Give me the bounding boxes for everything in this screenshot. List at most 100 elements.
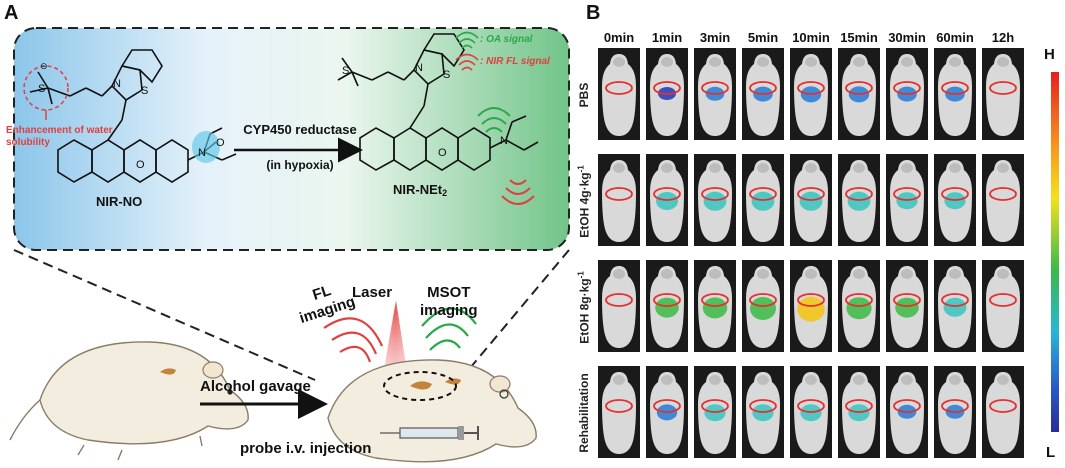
mouse-image-cell xyxy=(838,48,880,140)
row-label-text: EtOH 8g·kg xyxy=(577,278,592,344)
molecule-nir-net2 xyxy=(337,33,539,171)
svg-text:S: S xyxy=(342,65,349,77)
water-solubility-annotation: Enhancement of water solubility xyxy=(6,125,113,148)
mouse-head xyxy=(757,57,769,67)
panel-b-letter: B xyxy=(586,2,601,24)
mouse-image-cell xyxy=(790,260,832,352)
compound-nir-net2-label: NIR-NEt2 xyxy=(393,182,447,198)
roi-ellipse xyxy=(797,187,825,201)
mouse-head xyxy=(661,57,673,67)
roi-ellipse xyxy=(989,399,1017,413)
mouse-image-cell xyxy=(646,260,688,352)
compound-nir-net2-subscript: 2 xyxy=(442,188,448,198)
mouse-image-cell xyxy=(982,366,1024,458)
mouse-image-cell xyxy=(838,366,880,458)
fl-legend-icon xyxy=(455,53,479,71)
mouse-head xyxy=(709,375,721,385)
mouse-image-cell xyxy=(934,366,976,458)
mouse-image-cell xyxy=(790,154,832,246)
colorbar-high-label: H xyxy=(1044,46,1055,63)
msot-imaging-label: MSOT imaging xyxy=(420,284,478,320)
mouse-head xyxy=(949,375,961,385)
signal-blob xyxy=(702,297,728,319)
mouse-head xyxy=(805,163,817,173)
mouse-head xyxy=(805,375,817,385)
msot-imaging-line-2: imaging xyxy=(420,302,478,319)
signal-blob xyxy=(847,191,871,211)
mouse-image-cell xyxy=(598,154,640,246)
mouse-image-cell xyxy=(742,260,784,352)
signal-blob xyxy=(797,296,825,322)
roi-ellipse xyxy=(941,81,969,95)
mouse-image-cell xyxy=(934,260,976,352)
oa-legend-icon xyxy=(455,31,479,49)
mouse-silhouette xyxy=(602,372,636,454)
roi-ellipse xyxy=(749,399,777,413)
signal-blob xyxy=(895,297,919,318)
roi-ellipse xyxy=(893,187,921,201)
reaction-enzyme-label: CYP450 reductase xyxy=(243,122,357,137)
roi-ellipse xyxy=(845,399,873,413)
fl-legend-label: : NIR FL signal xyxy=(480,56,550,67)
mouse-image-cell xyxy=(982,154,1024,246)
probe-injection-label: probe i.v. injection xyxy=(240,440,372,457)
roi-ellipse xyxy=(701,187,729,201)
mouse-after xyxy=(327,359,537,463)
mouse-image-cell xyxy=(742,366,784,458)
mouse-head xyxy=(901,163,913,173)
panel-a-figure: ⊖ S N S O N O S N S O N xyxy=(9,27,570,463)
mouse-head xyxy=(853,57,865,67)
signal-blob xyxy=(703,191,727,211)
mouse-head xyxy=(757,375,769,385)
mouse-head xyxy=(997,57,1009,67)
oa-legend-label: : OA signal xyxy=(480,34,533,45)
mouse-image-cell xyxy=(982,48,1024,140)
compound-nir-no-label: NIR-NO xyxy=(96,194,143,209)
roi-ellipse xyxy=(605,399,633,413)
laser-label: Laser xyxy=(352,284,393,301)
molecule-nir-no xyxy=(29,49,237,183)
solubility-highlight-circle xyxy=(23,65,69,111)
roi-ellipse xyxy=(797,293,825,307)
svg-text:S: S xyxy=(443,69,450,81)
mouse-head xyxy=(997,375,1009,385)
signal-blob xyxy=(751,191,775,211)
mouse-head xyxy=(949,269,961,279)
mouse-head xyxy=(853,269,865,279)
mouse-image-cell xyxy=(694,366,736,458)
mouse-head xyxy=(613,163,625,173)
roi-ellipse xyxy=(653,399,681,413)
timepoint-header: 1min xyxy=(651,30,683,45)
mouse-image-cell xyxy=(838,260,880,352)
mouse-head xyxy=(661,269,673,279)
mouse-image-cell xyxy=(790,366,832,458)
mouse-head xyxy=(949,57,961,67)
colorbar-low-label: L xyxy=(1046,444,1056,461)
roi-ellipse xyxy=(797,399,825,413)
roi-ellipse xyxy=(749,81,777,95)
mouse-image-cell xyxy=(598,48,640,140)
signal-blob xyxy=(943,297,967,317)
compound-nir-net2-name: NIR-NEt xyxy=(393,182,443,197)
mouse-image-cell xyxy=(790,48,832,140)
row-label: Rehabilitation xyxy=(577,365,591,461)
mouse-head xyxy=(661,163,673,173)
roi-ellipse xyxy=(749,293,777,307)
mouse-head xyxy=(901,269,913,279)
roi-ellipse xyxy=(701,293,729,307)
svg-text:O: O xyxy=(216,137,225,149)
roi-ellipse xyxy=(845,293,873,307)
row-label-text: Rehabilitation xyxy=(577,373,591,453)
roi-ellipse xyxy=(653,293,681,307)
mouse-image-cell xyxy=(886,366,928,458)
row-label-text: PBS xyxy=(577,82,591,108)
mouse-head xyxy=(805,57,817,67)
mouse-image-cell xyxy=(934,48,976,140)
msot-imaging-line-1: MSOT xyxy=(427,284,471,301)
roi-ellipse xyxy=(605,81,633,95)
roi-ellipse xyxy=(941,399,969,413)
mouse-image-cell xyxy=(646,154,688,246)
mouse-head xyxy=(853,375,865,385)
mouse-silhouette xyxy=(986,266,1020,348)
fl-imaging-waves xyxy=(323,317,384,363)
